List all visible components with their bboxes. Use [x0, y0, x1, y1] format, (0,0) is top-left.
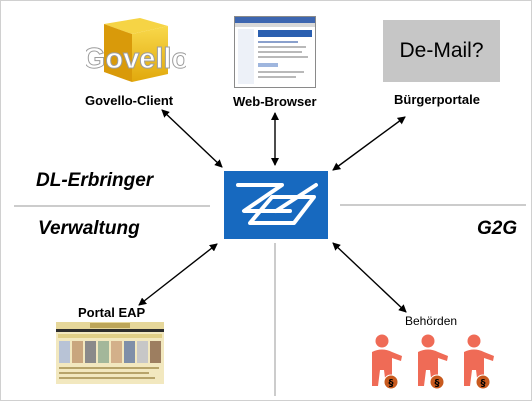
govello-client-label: Govello-Client	[85, 93, 174, 108]
demail-label: De-Mail?	[399, 39, 484, 62]
arrow-govello	[161, 109, 223, 168]
govello-logo-text: Govello	[86, 43, 186, 75]
web-browser-label: Web-Browser	[233, 94, 317, 109]
arrow-portal-eap	[138, 243, 218, 306]
behoerden-persons: §	[371, 334, 495, 390]
demail-box: De-Mail?	[383, 20, 500, 82]
arrow-behoerden	[332, 242, 407, 313]
envelope-logo-icon	[236, 183, 318, 225]
official-person-icon	[417, 334, 449, 390]
behoerden-label: Behörden	[405, 314, 458, 328]
official-person-icon	[371, 334, 403, 390]
zone-g2g: G2G	[477, 218, 518, 239]
web-browser-thumbnail	[234, 16, 316, 88]
zone-dl-erbringer: DL-Erbringer	[36, 170, 154, 191]
arrow-buergerportale	[332, 116, 406, 171]
buergerportale-label: Bürgerportale	[394, 92, 480, 107]
central-hub	[224, 171, 328, 239]
official-person-icon	[463, 334, 495, 390]
govello-logo-icon: Govello	[86, 18, 186, 82]
zone-verwaltung: Verwaltung	[38, 218, 140, 239]
portal-eap-thumbnail	[56, 322, 164, 384]
portal-eap-label: Portal EAP	[78, 305, 146, 320]
